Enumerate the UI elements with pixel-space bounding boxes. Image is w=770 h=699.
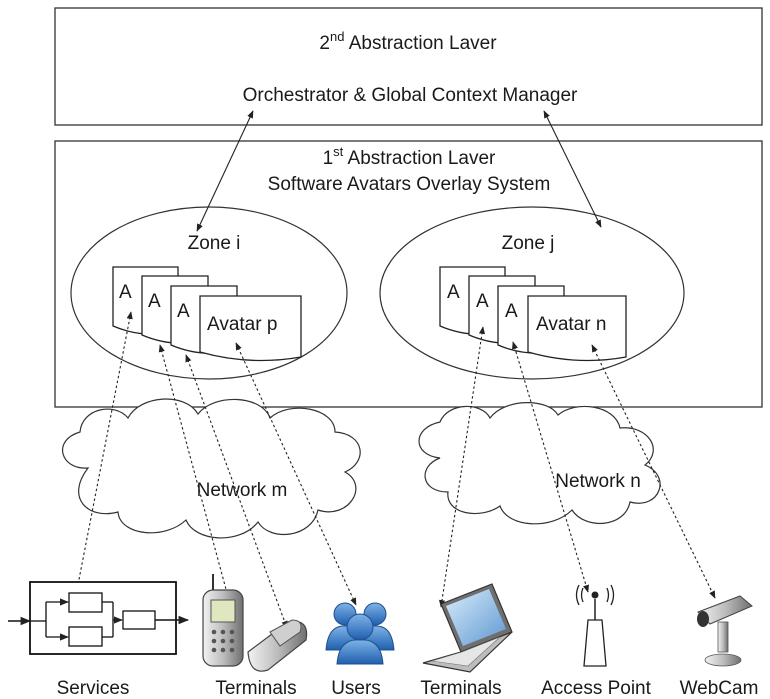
device-labels: Services Terminals Users Terminals Acces… bbox=[57, 678, 759, 699]
device-label-services: Services bbox=[57, 678, 130, 699]
laptop-link bbox=[438, 326, 486, 608]
device-label-access-point: Access Point bbox=[541, 678, 652, 699]
network-n-cloud: Network n bbox=[418, 402, 661, 525]
device-label-users: Users bbox=[331, 678, 381, 699]
avatar-doc-named: Avatar n bbox=[527, 295, 627, 362]
layer-connections bbox=[196, 110, 602, 232]
zone-i: Zone i A A A Avatar p bbox=[70, 206, 348, 380]
second-layer-title: 2nd Abstraction Laver bbox=[319, 29, 497, 54]
zone-j-orchestrator-arrow bbox=[543, 110, 602, 228]
zone-j: Zone j A A A Avatar n bbox=[379, 206, 685, 380]
webcam-icon bbox=[697, 595, 753, 667]
second-layer-subtitle: Orchestrator & Global Context Manager bbox=[243, 85, 578, 106]
users-icon bbox=[325, 602, 395, 665]
avatar-doc-named: Avatar p bbox=[199, 295, 302, 362]
network-n-label: Network n bbox=[555, 471, 641, 492]
svg-text:A: A bbox=[148, 291, 161, 312]
zone-i-label: Zone i bbox=[188, 233, 241, 254]
svg-text:A: A bbox=[476, 291, 489, 312]
device-label-webcam: WebCam bbox=[680, 678, 759, 699]
laptop-icon bbox=[422, 583, 513, 673]
users-link bbox=[235, 342, 357, 606]
access-point-link bbox=[512, 341, 589, 593]
services-link bbox=[73, 311, 133, 601]
zone-i-orchestrator-arrow bbox=[196, 110, 254, 232]
svg-text:A: A bbox=[505, 301, 518, 322]
svg-text:A: A bbox=[177, 301, 190, 322]
device-avatar-links bbox=[73, 311, 716, 629]
svg-text:Avatar n: Avatar n bbox=[536, 314, 606, 335]
svg-text:A: A bbox=[447, 282, 460, 303]
second-layer-box bbox=[54, 7, 763, 126]
services-block-diagram-icon bbox=[8, 581, 190, 655]
network-m-label: Network m bbox=[197, 480, 288, 501]
second-abstraction-layer: 2nd Abstraction Laver Orchestrator & Glo… bbox=[54, 7, 763, 126]
zone-j-label: Zone j bbox=[502, 233, 555, 254]
device-label-terminals: Terminals bbox=[215, 678, 296, 699]
mobile-phones-icon bbox=[202, 574, 308, 672]
device-label-terminals-2: Terminals bbox=[420, 678, 501, 699]
access-point-icon bbox=[575, 584, 615, 667]
svg-text:Avatar p: Avatar p bbox=[207, 314, 277, 335]
webcam-link bbox=[591, 344, 716, 599]
svg-text:A: A bbox=[119, 282, 132, 303]
first-layer-subtitle: Software Avatars Overlay System bbox=[268, 174, 551, 195]
first-layer-title: 1st Abstraction Laver bbox=[323, 144, 496, 169]
